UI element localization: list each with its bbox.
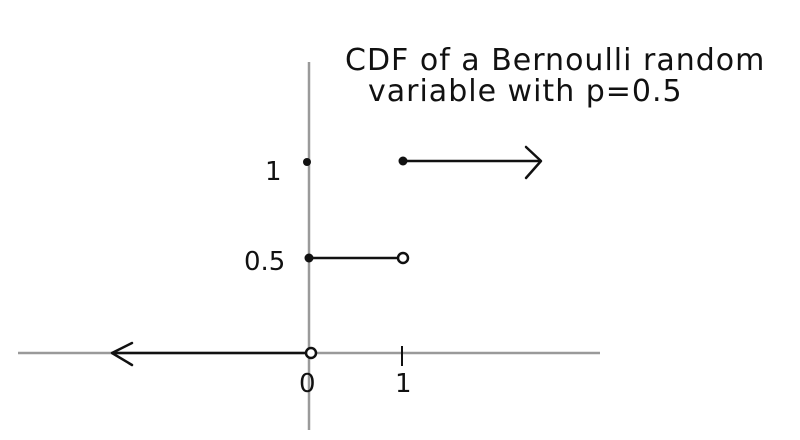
x-tick-label-0: 0 bbox=[299, 369, 316, 399]
x-tick-label-1: 1 bbox=[395, 369, 412, 399]
left-arrow-head bbox=[110, 341, 134, 367]
y-tick-label-0-5: 0.5 bbox=[244, 247, 285, 277]
open-circle-half bbox=[396, 251, 410, 265]
y-tick-dot-1 bbox=[303, 158, 311, 166]
title-line-2: variable with p=0.5 bbox=[368, 74, 683, 109]
title-line-1: CDF of a Bernoulli random bbox=[345, 43, 765, 78]
closed-circle-one bbox=[398, 156, 408, 166]
right-arrow-head bbox=[524, 145, 543, 180]
y-tick-label-1: 1 bbox=[265, 157, 282, 187]
open-circle-origin bbox=[304, 346, 318, 360]
closed-circle-half bbox=[304, 253, 314, 263]
